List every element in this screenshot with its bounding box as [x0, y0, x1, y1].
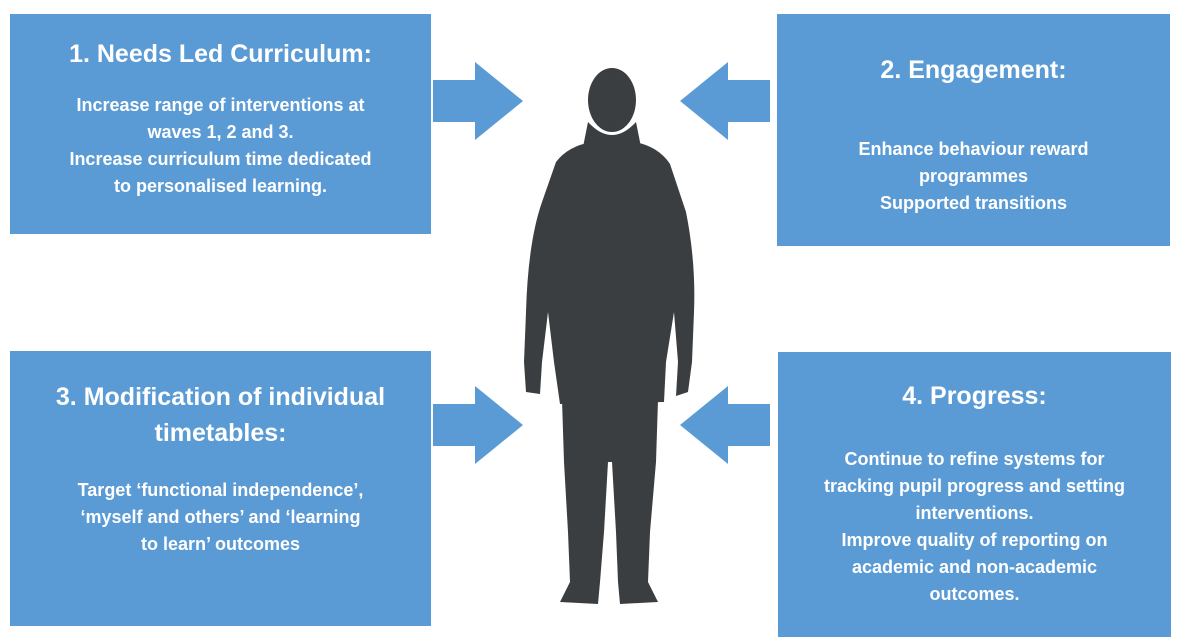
modification-timetables-box: 3. Modification of individual timetables… [10, 351, 431, 626]
person-silhouette-icon [524, 68, 695, 604]
box-text-line: interventions. [915, 503, 1034, 523]
arrow-left-icon [680, 62, 770, 140]
box-title: 4. Progress: [902, 382, 1047, 410]
box-title-line: timetables: [154, 419, 287, 447]
box-text-line: Increase curriculum time dedicated [69, 149, 372, 169]
box-text-line: tracking pupil progress and setting [823, 476, 1126, 496]
box-body: Target ‘functional independence’, ‘mysel… [10, 477, 431, 558]
box-text-line: programmes [918, 166, 1029, 186]
box-title: 1. Needs Led Curriculum: [69, 40, 372, 68]
box-text-line: ‘myself and others’ and ‘learning [80, 507, 361, 527]
box-text-line: Target ‘functional independence’, [77, 480, 364, 500]
progress-box: 4. Progress: Continue to refine systems … [778, 352, 1171, 637]
box-text-line: outcomes. [929, 584, 1020, 604]
box-text-line: Increase range of interventions at [76, 95, 365, 115]
box-text-line: Continue to refine systems for [844, 449, 1105, 469]
box-text-line: to learn’ outcomes [140, 534, 301, 554]
arrow-left-icon [680, 386, 770, 464]
box-text-line: to personalised learning. [113, 176, 328, 196]
box-body: Increase range of interventions at waves… [10, 92, 431, 200]
arrow-right-icon [433, 386, 523, 464]
box-text-line: Supported transitions [879, 193, 1067, 213]
engagement-box: 2. Engagement: Enhance behaviour reward … [777, 14, 1170, 246]
box-title: 2. Engagement: [880, 56, 1067, 84]
box-title: 3. Modification of individual timetables… [10, 379, 431, 451]
box-body: Continue to refine systems for tracking … [778, 446, 1171, 608]
box-text-line: waves 1, 2 and 3. [147, 122, 294, 142]
box-title-line: 3. Modification of individual [55, 383, 386, 411]
box-text-line: Improve quality of reporting on [841, 530, 1108, 550]
arrow-right-icon [433, 62, 523, 140]
needs-led-curriculum-box: 1. Needs Led Curriculum: Increase range … [10, 14, 431, 234]
box-text-line: academic and non-academic [851, 557, 1098, 577]
box-text-line: Enhance behaviour reward [858, 139, 1089, 159]
box-body: Enhance behaviour reward programmes Supp… [777, 136, 1170, 217]
